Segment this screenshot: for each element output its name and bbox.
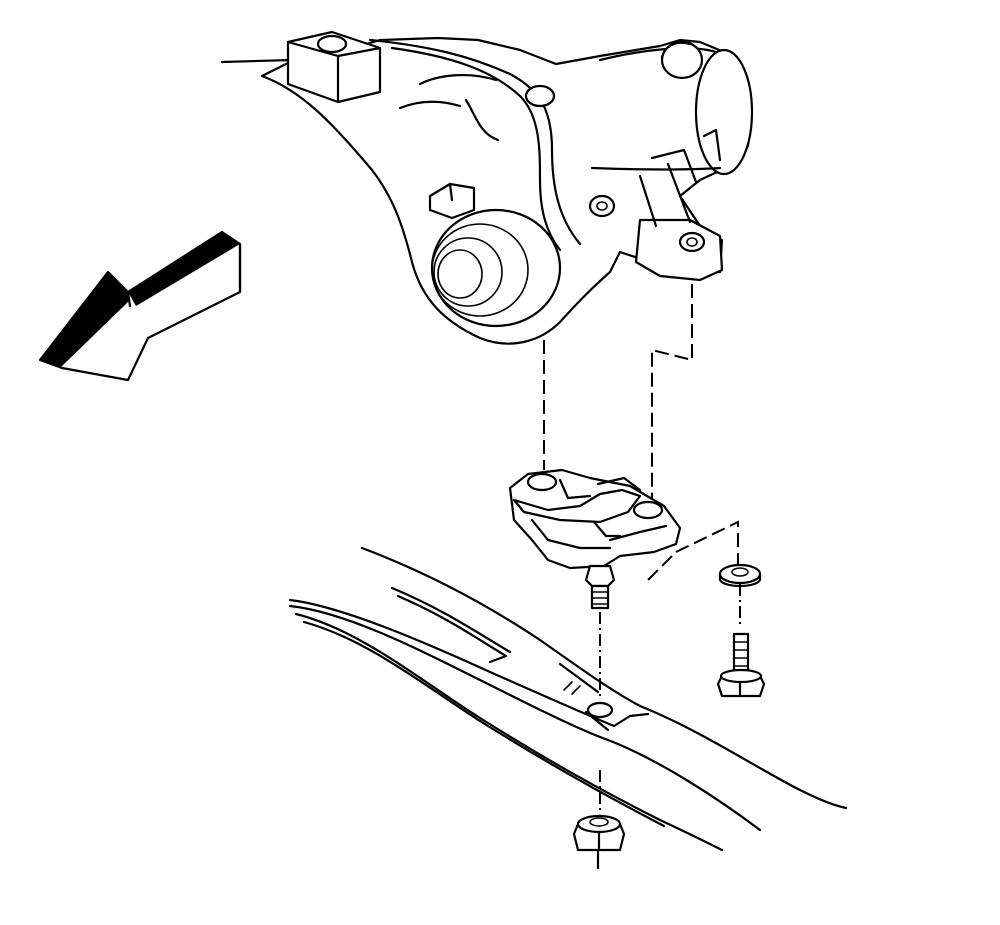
transfer-case-mount-bracket [508,468,682,610]
frame-crossmember [288,546,848,852]
mount-washer [718,563,762,588]
front-direction-arrow-icon [38,230,242,382]
crossmember-nut [572,814,626,852]
alignment-lines [543,284,741,870]
transfer-case-housing [220,30,754,345]
mount-bolt [716,632,766,698]
